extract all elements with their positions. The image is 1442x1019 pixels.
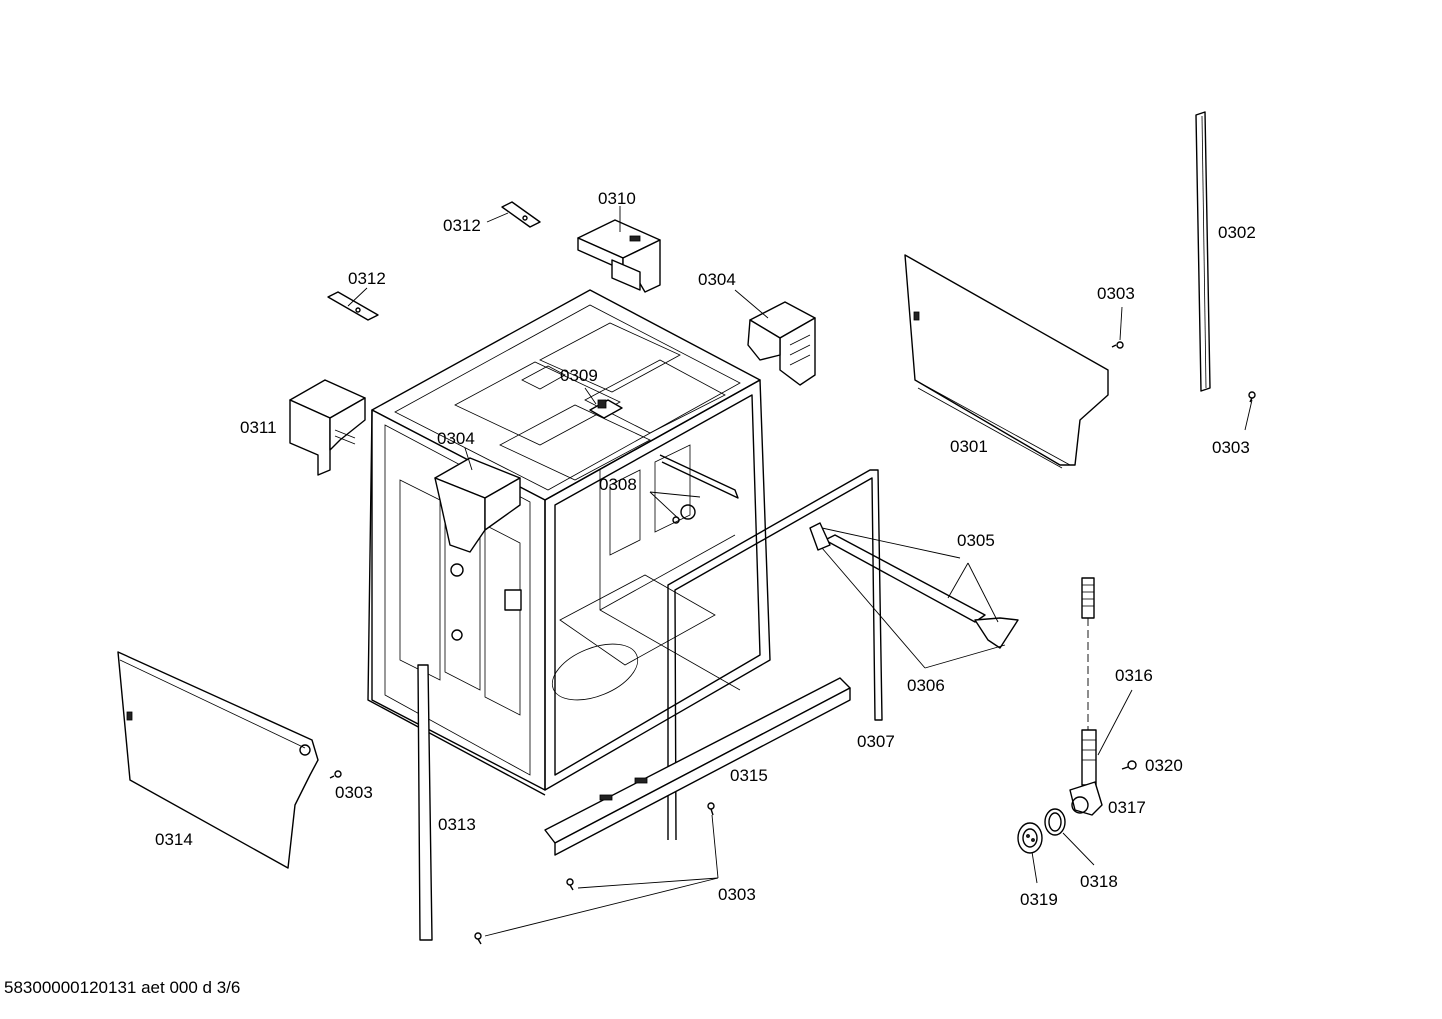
label-0312-b: 0312 <box>348 269 386 288</box>
label-0310: 0310 <box>598 189 636 208</box>
label-0308: 0308 <box>599 475 637 494</box>
housing-0310 <box>577 219 661 293</box>
label-0314: 0314 <box>155 830 193 849</box>
label-0302: 0302 <box>1218 223 1256 242</box>
rail-0305 <box>809 522 1019 649</box>
label-0318: 0318 <box>1080 872 1118 891</box>
cap-0319 <box>1017 822 1043 854</box>
screw-icon <box>707 802 715 816</box>
label-0303-d: 0303 <box>718 885 756 904</box>
label-0313: 0313 <box>438 815 476 834</box>
plate-0312-mid <box>327 291 379 321</box>
leader-lines <box>347 206 1253 937</box>
screw-icon <box>1111 341 1124 349</box>
label-0303-c: 0303 <box>335 783 373 802</box>
strip-0302 <box>1195 111 1211 392</box>
label-0319: 0319 <box>1020 890 1058 909</box>
panel-0301 <box>904 254 1109 469</box>
bracket-0304-side <box>434 457 521 553</box>
strip-0313 <box>417 664 433 941</box>
ring-0318 <box>1044 808 1066 836</box>
label-0304-a: 0304 <box>698 270 736 289</box>
seal-0307 <box>667 469 883 841</box>
label-0304-b: 0304 <box>437 429 475 448</box>
screw-icon <box>1248 391 1256 403</box>
screw-icon <box>566 878 574 891</box>
label-0311: 0311 <box>240 418 277 437</box>
label-0315: 0315 <box>730 766 768 785</box>
label-0306: 0306 <box>907 676 945 695</box>
label-0309: 0309 <box>560 366 598 385</box>
part-labels: 0301 0302 0303 0303 0303 0303 0304 0304 … <box>155 189 1256 909</box>
label-0307: 0307 <box>857 732 895 751</box>
panel-0314 <box>117 651 319 869</box>
elbow-0317 <box>1069 781 1103 816</box>
drawing-caption: 58300000120131 aet 000 d 3/6 <box>4 978 241 997</box>
hose-0316 <box>1081 577 1097 786</box>
label-0303-a: 0303 <box>1097 284 1135 303</box>
label-0301: 0301 <box>950 437 988 456</box>
housing-0311 <box>289 379 366 476</box>
screw-icon <box>329 770 342 779</box>
label-0303-b: 0303 <box>1212 438 1250 457</box>
label-0320: 0320 <box>1145 756 1183 775</box>
label-0317: 0317 <box>1108 798 1146 817</box>
label-0305: 0305 <box>957 531 995 550</box>
base-0315 <box>544 677 851 856</box>
label-0312-a: 0312 <box>443 216 481 235</box>
screw-icon <box>1121 760 1137 770</box>
label-0316: 0316 <box>1115 666 1153 685</box>
plate-0312-top <box>501 201 541 228</box>
screws <box>329 341 1256 945</box>
screw-icon <box>474 932 482 945</box>
bracket-0304-upper <box>747 301 816 386</box>
